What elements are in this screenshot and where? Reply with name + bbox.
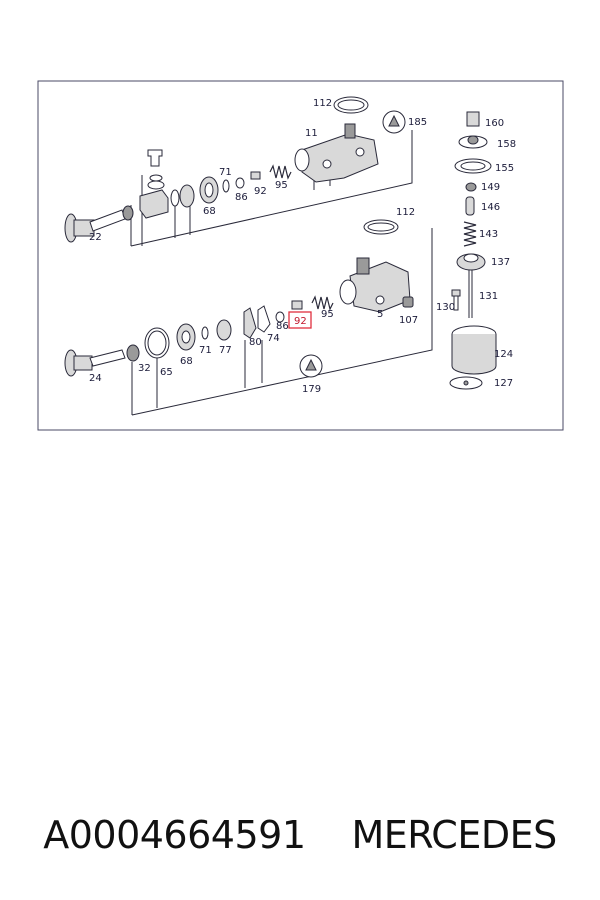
label-86-lower: 86 (276, 321, 289, 332)
label-127: 127 (494, 378, 513, 389)
highlight-box-92 (288, 311, 312, 329)
label-68-upper: 68 (203, 206, 216, 217)
label-146: 146 (481, 202, 500, 213)
label-112-upper: 112 (313, 98, 332, 109)
right-column-parts (449, 111, 497, 390)
label-71-upper: 71 (219, 167, 232, 178)
label-77: 77 (219, 345, 232, 356)
label-131: 131 (479, 291, 498, 302)
part-labels: 112 185 11 71 86 92 95 68 22 112 5 107 9… (89, 98, 516, 395)
label-158: 158 (497, 139, 516, 150)
label-124: 124 (494, 349, 513, 360)
label-185: 185 (408, 117, 427, 128)
label-112-lower: 112 (396, 207, 415, 218)
label-32: 32 (138, 363, 151, 374)
label-24: 24 (89, 373, 102, 384)
label-80: 80 (249, 337, 262, 348)
label-137: 137 (491, 257, 510, 268)
label-5: 5 (377, 309, 383, 320)
label-149: 149 (481, 182, 500, 193)
label-92-lower-highlighted: 92 (294, 316, 307, 327)
label-71-lower: 71 (199, 345, 212, 356)
label-160: 160 (485, 118, 504, 129)
label-65: 65 (160, 367, 173, 378)
label-86-upper: 86 (235, 192, 248, 203)
part-caption: A0004664591 MERCEDES (0, 800, 600, 870)
label-95-lower: 95 (321, 309, 334, 320)
label-11: 11 (305, 128, 318, 139)
exploded-parts-diagram: 112 185 11 71 86 92 95 68 22 112 5 107 9… (37, 80, 564, 431)
label-22: 22 (89, 232, 102, 243)
lower-assembly (64, 219, 433, 416)
label-155: 155 (495, 163, 514, 174)
upper-assembly (64, 96, 413, 247)
part-number: A0004664591 (43, 813, 306, 857)
label-68-lower: 68 (180, 356, 193, 367)
label-107: 107 (399, 315, 418, 326)
label-74: 74 (267, 333, 280, 344)
label-95-upper: 95 (275, 180, 288, 191)
label-179: 179 (302, 384, 321, 395)
label-92-upper: 92 (254, 186, 267, 197)
diagram-frame (37, 80, 564, 431)
brand-name: MERCEDES (351, 813, 558, 857)
label-130: 130 (436, 302, 455, 313)
label-143: 143 (479, 229, 498, 240)
